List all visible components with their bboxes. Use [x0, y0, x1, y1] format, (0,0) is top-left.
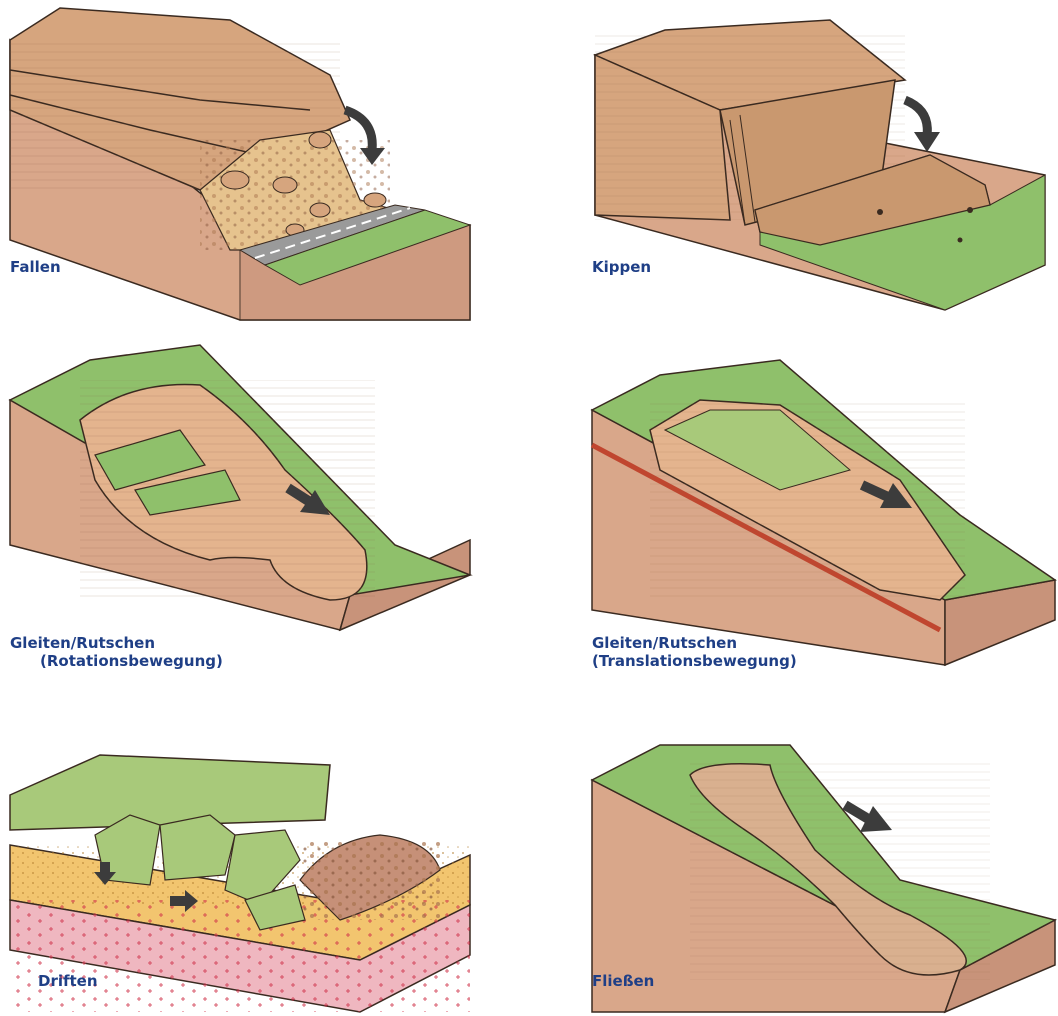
label-driften: Driften	[38, 972, 98, 990]
label-rotation-line2: (Rotationsbewegung)	[40, 652, 223, 670]
panel-kippen: Kippen	[592, 20, 1045, 310]
boulder	[309, 132, 331, 148]
panel-fallen: Fallen	[10, 8, 470, 320]
label-fliessen: Fließen	[592, 972, 654, 990]
panel-gleiten-translation: Gleiten/Rutschen (Translationsbewegung)	[592, 360, 1055, 670]
boulder	[221, 171, 249, 189]
grass-plateau	[10, 755, 330, 830]
label-translation-line2: (Translationsbewegung)	[592, 652, 797, 670]
label-translation-line1: Gleiten/Rutschen	[592, 634, 737, 652]
drift-block	[160, 815, 235, 880]
boulder	[310, 203, 330, 217]
motion-arrow	[905, 100, 927, 135]
panel-fliessen: Fließen	[592, 745, 1055, 1012]
panel-gleiten-rotation: Gleiten/Rutschen (Rotationsbewegung)	[10, 345, 470, 670]
boulder	[364, 193, 386, 207]
boulder	[273, 177, 297, 193]
panel-driften: Driften	[10, 755, 470, 1012]
label-rotation-line1: Gleiten/Rutschen	[10, 634, 155, 652]
label-kippen: Kippen	[592, 258, 651, 276]
label-fallen: Fallen	[10, 258, 61, 276]
